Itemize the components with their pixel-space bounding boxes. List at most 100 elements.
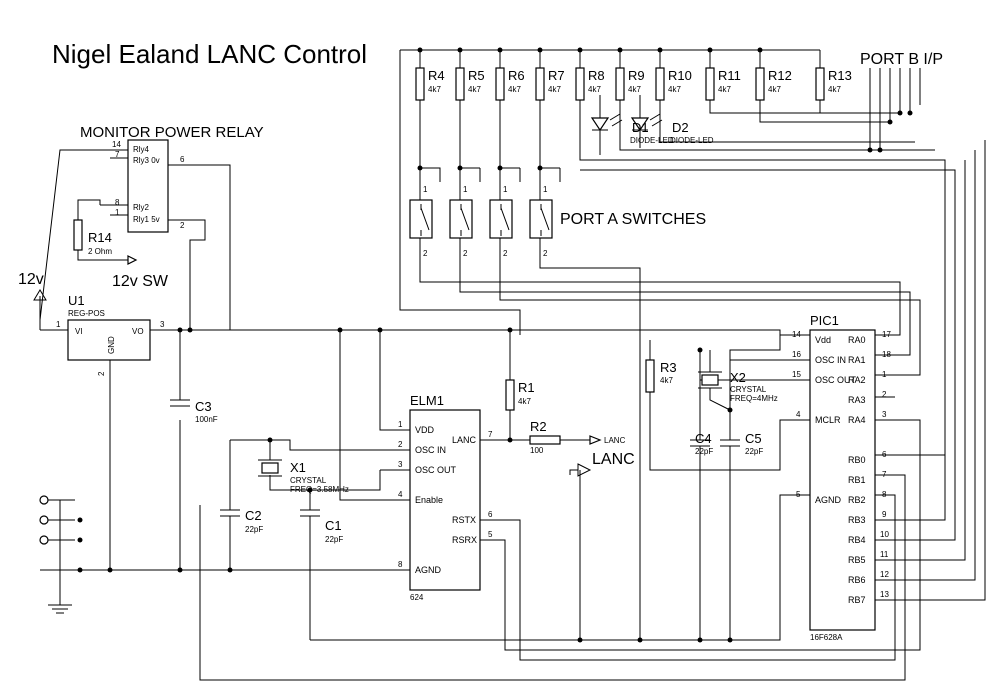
switch-4: 1 2	[529, 185, 553, 258]
svg-text:7: 7	[115, 150, 120, 159]
resistor-r10: R10 4k7	[655, 67, 692, 101]
svg-text:RA4: RA4	[848, 415, 866, 425]
svg-text:VI: VI	[75, 327, 83, 336]
led-d2: D2 DIODE-LED	[649, 113, 714, 145]
svg-text:10: 10	[880, 530, 889, 539]
svg-text:8: 8	[398, 560, 403, 569]
svg-text:4: 4	[398, 490, 403, 499]
svg-text:1: 1	[115, 208, 120, 217]
svg-text:RSRX: RSRX	[452, 535, 477, 545]
ground-icon	[48, 604, 72, 614]
chip-elm1: ELM1 624 VDD OSC IN OSC OUT Enable AGND …	[395, 393, 493, 602]
svg-text:2: 2	[423, 249, 428, 258]
svg-text:R10: R10	[668, 68, 692, 83]
svg-text:R2: R2	[530, 419, 547, 434]
svg-text:C3: C3	[195, 399, 212, 414]
svg-text:7: 7	[488, 430, 493, 439]
resistor-r3: R3 4k7	[645, 359, 677, 393]
svg-text:RA1: RA1	[848, 355, 866, 365]
svg-text:DIODE-LED: DIODE-LED	[670, 136, 714, 145]
svg-text:Enable: Enable	[415, 495, 443, 505]
schematic-title: Nigel Ealand LANC Control	[52, 39, 367, 69]
svg-text:LANC: LANC	[452, 435, 477, 445]
svg-text:R8: R8	[588, 68, 605, 83]
svg-text:REG-POS: REG-POS	[68, 309, 105, 318]
capacitor-c3: C3 100nF	[170, 399, 218, 424]
svg-text:RB3: RB3	[848, 515, 866, 525]
resistor-r14: R14 2 Ohm	[73, 219, 138, 265]
svg-text:4k7: 4k7	[628, 85, 641, 94]
svg-text:OSC IN: OSC IN	[415, 445, 446, 455]
svg-text:15: 15	[792, 370, 801, 379]
lanc-terminal-icon: LANC	[569, 451, 635, 477]
svg-text:GND: GND	[107, 336, 116, 354]
svg-text:4k7: 4k7	[468, 85, 481, 94]
svg-text:OSC IN: OSC IN	[815, 355, 846, 365]
led-d1: D1 DIODE-LED	[590, 113, 674, 145]
svg-text:Rly1 5v: Rly1 5v	[133, 215, 160, 224]
svg-text:16: 16	[792, 350, 801, 359]
svg-text:X2: X2	[730, 370, 746, 385]
svg-text:LANC: LANC	[592, 451, 635, 468]
svg-text:R14: R14	[88, 230, 112, 245]
svg-text:1: 1	[543, 185, 548, 194]
svg-text:CRYSTAL: CRYSTAL	[730, 385, 767, 394]
svg-text:6: 6	[488, 510, 493, 519]
svg-text:4k7: 4k7	[660, 376, 673, 385]
svg-text:4: 4	[796, 410, 801, 419]
switch-2: 1 2	[449, 185, 473, 258]
resistor-r13: R13 4k7	[815, 67, 852, 101]
svg-text:11: 11	[880, 550, 889, 559]
svg-text:R4: R4	[428, 68, 445, 83]
svg-text:4k7: 4k7	[428, 85, 441, 94]
svg-text:RB0: RB0	[848, 455, 866, 465]
resistor-r4: R4 4k7	[415, 67, 445, 101]
svg-text:RSTX: RSTX	[452, 515, 476, 525]
svg-text:CRYSTAL: CRYSTAL	[290, 476, 327, 485]
svg-text:3: 3	[160, 320, 165, 329]
svg-text:R6: R6	[508, 68, 525, 83]
svg-text:C4: C4	[695, 431, 712, 446]
resistor-r8: R8 4k7	[575, 67, 605, 101]
svg-text:VDD: VDD	[415, 425, 435, 435]
crystal-x1: X1 CRYSTAL FREQ=3.58MHz	[258, 459, 349, 494]
svg-text:1: 1	[398, 420, 403, 429]
svg-text:14: 14	[112, 140, 121, 149]
resistor-r11: R11 4k7	[705, 67, 741, 101]
svg-text:RB5: RB5	[848, 555, 866, 565]
port-a-header: PORT A SWITCHES	[560, 211, 706, 228]
svg-text:RB2: RB2	[848, 495, 866, 505]
svg-text:4k7: 4k7	[668, 85, 681, 94]
v12sw-arrow-icon	[127, 255, 138, 265]
svg-text:6: 6	[180, 155, 185, 164]
svg-text:R7: R7	[548, 68, 565, 83]
resistor-r6: R6 4k7	[495, 67, 525, 101]
svg-text:ELM1: ELM1	[410, 393, 444, 408]
svg-text:D2: D2	[672, 120, 689, 135]
crystal-x2: X2 CRYSTAL FREQ=4MHz	[698, 350, 778, 411]
svg-text:1: 1	[882, 370, 887, 379]
capacitor-c2: C2 22pF	[220, 508, 263, 534]
svg-text:PIC1: PIC1	[810, 313, 839, 328]
svg-text:4k7: 4k7	[828, 85, 841, 94]
resistor-r7: R7 4k7	[535, 67, 565, 101]
svg-text:OSC OUT: OSC OUT	[415, 465, 457, 475]
svg-text:MCLR: MCLR	[815, 415, 841, 425]
svg-text:1: 1	[56, 320, 61, 329]
junction-dots	[77, 47, 913, 643]
svg-text:R1: R1	[518, 380, 535, 395]
svg-text:RB6: RB6	[848, 575, 866, 585]
svg-text:2: 2	[398, 440, 403, 449]
svg-text:2: 2	[463, 249, 468, 258]
v12-label: 12v	[18, 271, 44, 288]
svg-text:RB7: RB7	[848, 595, 866, 605]
svg-text:22pF: 22pF	[325, 535, 343, 544]
capacitor-c5: C5 22pF	[720, 431, 763, 470]
svg-text:OSC OUT: OSC OUT	[815, 375, 857, 385]
svg-text:22pF: 22pF	[745, 447, 763, 456]
svg-text:U1: U1	[68, 293, 85, 308]
lanc-arrow-icon: LANC	[589, 435, 626, 445]
svg-text:2: 2	[180, 221, 185, 230]
svg-text:AGND: AGND	[415, 565, 442, 575]
